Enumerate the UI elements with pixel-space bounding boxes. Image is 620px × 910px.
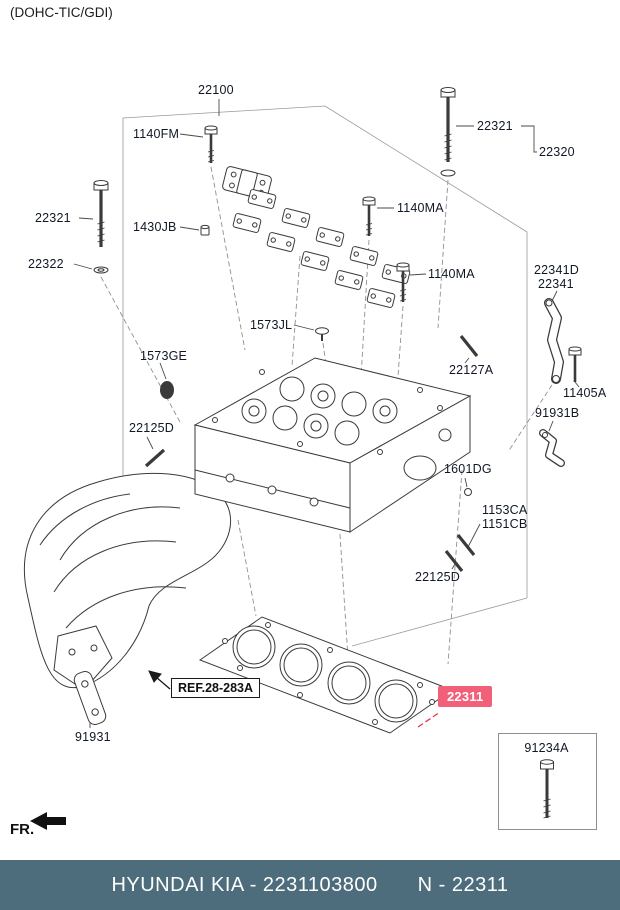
screw-icon-1430jb <box>200 224 210 236</box>
part-label-22320[interactable]: 22320 <box>539 145 575 159</box>
part-label-22341d[interactable]: 22341D <box>534 263 579 277</box>
intake-manifold-drawing <box>23 472 232 691</box>
part-label-1573jl[interactable]: 1573JL <box>250 318 293 332</box>
part-label-1153ca[interactable]: 1153CA <box>482 503 528 517</box>
diagram-boundary <box>122 105 528 647</box>
washer-icon-22322 <box>93 266 109 274</box>
part-label-22322[interactable]: 22322 <box>28 257 64 271</box>
stud-icon-1153ca <box>456 534 476 556</box>
footer-part-ref: N - 22311 <box>417 873 509 896</box>
part-label-22321-left[interactable]: 22321 <box>35 211 71 225</box>
footer-part-number: HYUNDAI KIA - 2231103800 <box>111 873 378 896</box>
leader-lines <box>73 99 580 728</box>
engine-hanger-icon-22341 <box>544 298 564 384</box>
ref-link-28-283a[interactable]: REF.28-283A <box>171 678 261 698</box>
plug-icon-1573ge <box>160 381 174 399</box>
part-label-22341[interactable]: 22341 <box>538 277 574 291</box>
stud-icon-22125d-bottom <box>444 550 464 572</box>
inset-box-91234a <box>498 733 597 830</box>
part-label-22125d-bottom[interactable]: 22125D <box>415 570 460 584</box>
part-label-1430jb[interactable]: 1430JB <box>133 220 177 234</box>
part-label-22127a[interactable]: 22127A <box>449 363 494 377</box>
part-label-1140ma-upper[interactable]: 1140MA <box>397 201 444 215</box>
part-label-91931b[interactable]: 91931B <box>535 406 580 420</box>
part-label-22125d-left[interactable]: 22125D <box>129 421 174 435</box>
engine-type-note: (DOHC-TIC/GDI) <box>10 5 113 20</box>
part-label-22321-right[interactable]: 22321 <box>477 119 513 133</box>
bolt-icon-1140ma-upper <box>362 196 376 236</box>
catalog-footer-bar: HYUNDAI KIA - 2231103800 N - 22311 <box>0 860 620 910</box>
camshaft-caps-icons <box>222 166 411 308</box>
part-label-1140fm[interactable]: 1140FM <box>133 127 180 141</box>
part-label-91931[interactable]: 91931 <box>75 730 111 744</box>
fr-direction-arrow <box>30 812 66 830</box>
bracket-91931-icon <box>73 671 107 725</box>
stud-icon-22127a <box>459 335 479 357</box>
part-label-22100[interactable]: 22100 <box>198 83 234 97</box>
part-label-1601dg[interactable]: 1601DG <box>444 462 492 476</box>
head-gasket-drawing <box>198 616 454 734</box>
dowel-icon-1601dg <box>464 488 472 496</box>
cylinder-head-drawing <box>193 357 472 533</box>
bolt-icon-1140ma-lower <box>396 262 410 302</box>
plug-icon-1573jl <box>315 327 329 341</box>
part-label-11405a[interactable]: 11405A <box>563 386 607 400</box>
bolt-icon-1140fm <box>204 125 218 163</box>
front-direction-label: FR. <box>10 821 35 838</box>
part-label-22311-highlighted[interactable]: 22311 <box>438 686 493 707</box>
ref-arrow-icon <box>148 670 171 690</box>
bolt-icon-91234a <box>540 759 554 819</box>
bolt-icon-22321-left <box>93 180 109 247</box>
stud-icon-22125d-left <box>144 448 166 468</box>
bolt-icon-22321-right <box>440 87 456 177</box>
bolt-icon-11405a <box>568 346 582 382</box>
part-label-1573ge[interactable]: 1573GE <box>140 349 188 363</box>
part-label-91234a[interactable]: 91234A <box>524 741 569 755</box>
part-label-1151cb[interactable]: 1151CB <box>482 517 528 531</box>
part-label-1140ma-lower[interactable]: 1140MA <box>428 267 475 281</box>
bracket-icon-91931b <box>539 429 565 467</box>
